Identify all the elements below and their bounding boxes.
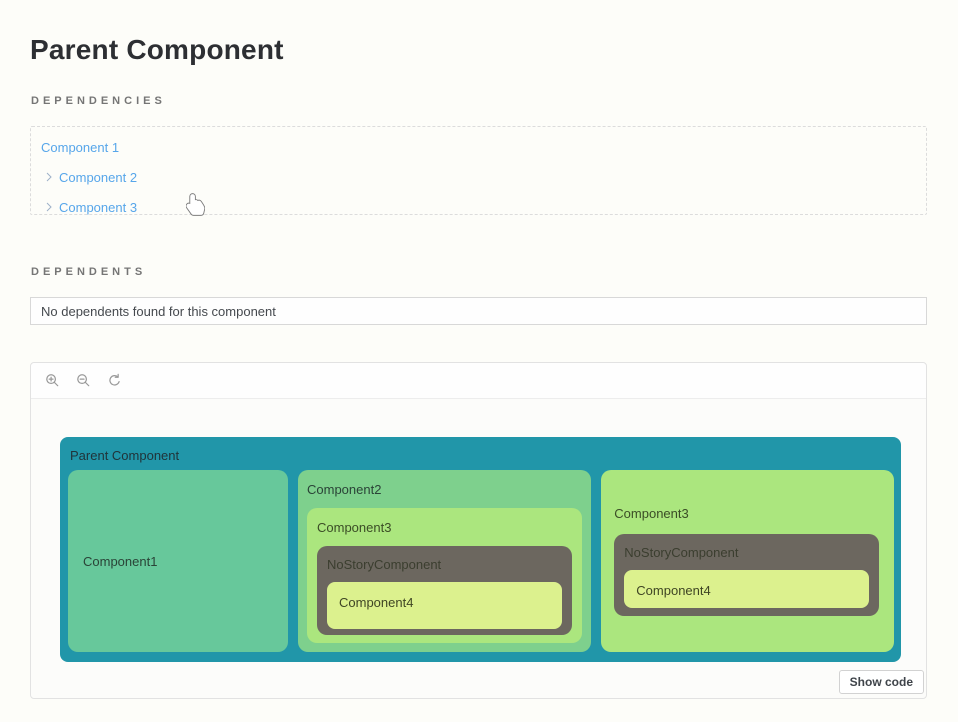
- diagram-children-row: Component1 Component2 Component3 NoStory…: [68, 470, 894, 652]
- dependency-item-component2[interactable]: Component 2: [31, 162, 926, 192]
- zoom-in-icon[interactable]: [44, 373, 60, 389]
- canvas-toolbar: [31, 363, 926, 399]
- diagram-component3-label: Component3: [317, 520, 392, 535]
- diagram-component1-box: Component1: [68, 470, 288, 652]
- chevron-right-icon[interactable]: [45, 201, 53, 213]
- dependents-panel: No dependents found for this component: [30, 297, 927, 325]
- dependents-heading: DEPENDENTS: [31, 266, 147, 278]
- diagram-component4-right-box: Component4: [624, 570, 869, 608]
- page-title: Parent Component: [30, 33, 284, 65]
- diagram-component4-right-label: Component4: [636, 583, 711, 598]
- dependency-item-component1[interactable]: Component 1: [31, 132, 926, 162]
- diagram-component3-box: Component3 NoStoryComponent Component4: [307, 508, 583, 643]
- dependency-link[interactable]: Component 2: [59, 169, 138, 185]
- show-code-button[interactable]: Show code: [838, 670, 924, 694]
- diagram-component1-label: Component1: [83, 553, 158, 569]
- dependents-empty-message: No dependents found for this component: [41, 303, 276, 319]
- diagram-component3-right-label: Component3: [614, 506, 689, 521]
- story-preview-area: Parent Component Component1 Component2 C…: [31, 399, 926, 698]
- chevron-right-icon[interactable]: [45, 171, 53, 183]
- diagram-parent-component-label: Parent Component: [70, 448, 180, 463]
- diagram-nostorycomponent-right-label: NoStoryComponent: [624, 545, 739, 560]
- diagram-nostorycomponent-label: NoStoryComponent: [327, 557, 442, 572]
- zoom-out-icon[interactable]: [75, 373, 91, 389]
- dependencies-heading: DEPENDENCIES: [31, 95, 166, 107]
- diagram-nostorycomponent-box: NoStoryComponent Component4: [317, 546, 573, 635]
- dependency-item-component3[interactable]: Component 3: [31, 192, 926, 222]
- diagram-component2-box: Component2 Component3 NoStoryComponent C…: [298, 470, 592, 652]
- diagram-component3-right-box: Component3 NoStoryComponent Component4: [601, 470, 894, 652]
- diagram-nostorycomponent-right-box: NoStoryComponent Component4: [614, 534, 879, 616]
- zoom-reset-icon[interactable]: [106, 373, 122, 389]
- diagram-parent-component-box: Parent Component Component1 Component2 C…: [60, 437, 901, 662]
- dependency-link[interactable]: Component 3: [59, 199, 138, 215]
- diagram-component4-box: Component4: [327, 582, 563, 629]
- story-canvas: Parent Component Component1 Component2 C…: [30, 362, 927, 699]
- diagram-component4-label: Component4: [339, 595, 414, 610]
- dependency-link[interactable]: Component 1: [41, 139, 120, 155]
- diagram-component2-label: Component2: [307, 482, 382, 497]
- dependencies-panel: Component 1 Component 2 Component 3: [30, 126, 927, 215]
